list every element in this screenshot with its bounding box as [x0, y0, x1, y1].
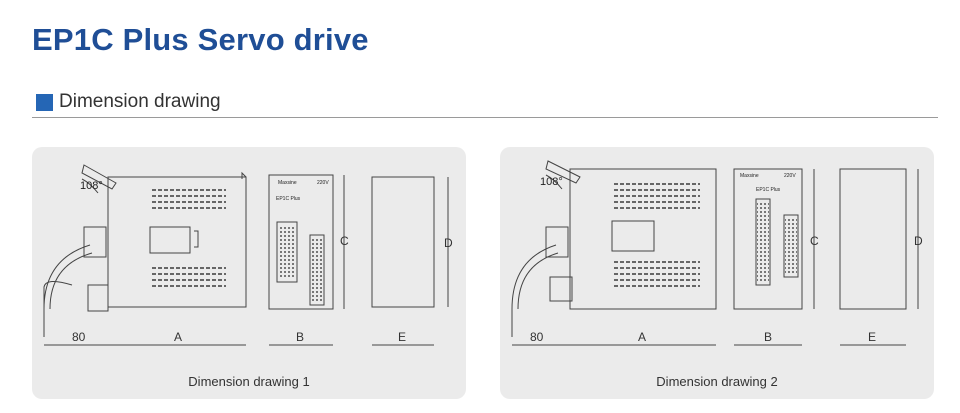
cable-upper-inner	[517, 252, 559, 310]
front-terminal-block	[276, 221, 298, 283]
cable-lower	[43, 281, 73, 337]
dimension-drawing-2-svg: 108° Maxsine 220V EP1C Plus 80 A B E C D	[511, 160, 923, 346]
angle-arc	[545, 174, 563, 190]
dim-c-label: C	[340, 234, 349, 248]
section-divider	[32, 117, 938, 118]
dimension-drawing-1-caption: Dimension drawing 1	[188, 374, 310, 389]
angle-label: 108°	[540, 176, 563, 188]
side-vents-bottom	[614, 257, 700, 291]
dim-d-label: D	[444, 236, 453, 250]
section-label: Dimension drawing	[59, 91, 221, 112]
side-bracket	[194, 230, 199, 248]
back-panel	[371, 176, 435, 308]
dim-cable-label: 80	[72, 330, 86, 344]
cable-upper-inner	[49, 252, 93, 310]
terminal-pins	[278, 225, 296, 279]
lid-flap	[545, 160, 581, 184]
angle-label: 108°	[80, 180, 103, 192]
front-panel	[733, 168, 803, 310]
dim-a-label: A	[174, 330, 182, 344]
section-square-icon	[36, 93, 53, 111]
dimension-drawing-2-panel: 108° Maxsine 220V EP1C Plus 80 A B E C D…	[500, 147, 934, 399]
side-label-plate	[149, 226, 191, 254]
front-connector-strip	[309, 234, 325, 306]
connector-lower	[549, 276, 573, 302]
connector-upper	[545, 226, 569, 258]
side-vents-top	[614, 179, 700, 213]
dim-b-label: B	[296, 330, 304, 344]
back-panel	[839, 168, 907, 310]
terminal-pins	[757, 203, 769, 281]
model-label: EP1C Plus	[756, 187, 781, 193]
side-body-corner	[241, 171, 247, 179]
page-title: EP1C Plus Servo drive	[32, 22, 369, 57]
connector-pins	[785, 219, 797, 273]
side-label-plate	[611, 220, 655, 252]
dimension-drawing-1-svg: 108° Maxsine 220V EP1C Plus 80 A B E C D	[43, 164, 453, 346]
connector-pins	[311, 239, 323, 301]
lid-flap	[81, 164, 117, 190]
voltage-label: 220V	[317, 180, 329, 186]
brand-label: Maxsine	[278, 180, 297, 186]
front-connector-strip	[783, 214, 799, 278]
connector-upper	[83, 226, 107, 258]
dimension-drawing-1-panel: 108° Maxsine 220V EP1C Plus 80 A B E C D…	[32, 147, 466, 399]
section-heading: Dimension drawing	[36, 90, 221, 114]
dim-a-label: A	[638, 330, 646, 344]
side-body	[569, 168, 717, 310]
front-panel	[268, 174, 334, 310]
voltage-label: 220V	[784, 173, 796, 179]
dimension-drawing-2-caption: Dimension drawing 2	[656, 374, 778, 389]
brand-label: Maxsine	[740, 173, 759, 179]
front-terminal-block	[755, 198, 771, 286]
side-vents	[150, 187, 226, 291]
angle-arc	[81, 178, 99, 194]
dim-e-label: E	[868, 330, 876, 344]
connector-lower	[87, 284, 109, 312]
dim-cable-label: 80	[530, 330, 544, 344]
dim-e-label: E	[398, 330, 406, 344]
dim-c-label: C	[810, 234, 819, 248]
dim-b-label: B	[764, 330, 772, 344]
dim-d-label: D	[914, 234, 923, 248]
model-label: EP1C Plus	[276, 196, 301, 202]
cable-upper	[511, 244, 557, 310]
side-body	[107, 176, 247, 308]
